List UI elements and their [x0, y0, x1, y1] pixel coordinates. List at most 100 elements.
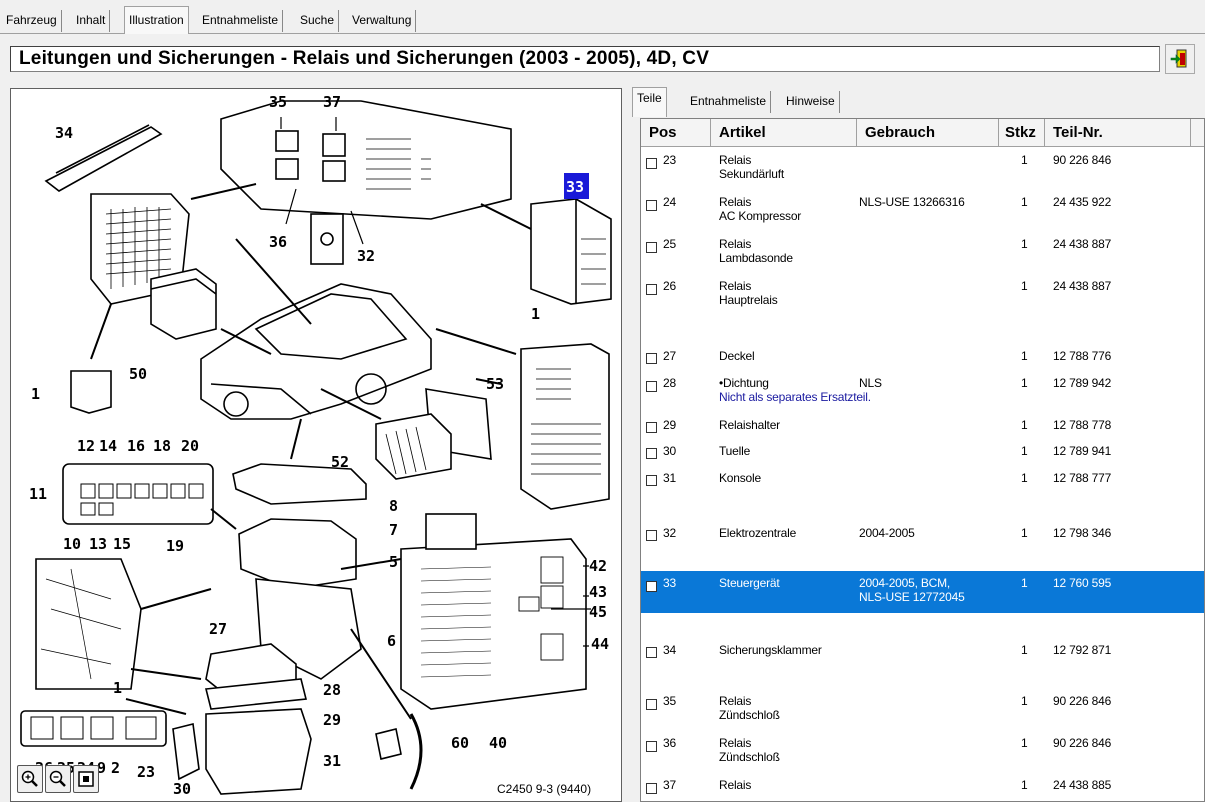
cell-artikel: Relais — [719, 153, 752, 167]
callout-11[interactable]: 11 — [29, 485, 47, 503]
callout-60[interactable]: 60 — [451, 734, 469, 752]
tab-illustration[interactable]: Illustration — [124, 6, 189, 34]
callout-19[interactable]: 19 — [166, 537, 184, 555]
row-checkbox[interactable] — [646, 353, 657, 364]
callout-1-left[interactable]: 1 — [31, 385, 40, 403]
parts-tab-bar: Teile Entnahmeliste Hinweise — [632, 86, 1205, 117]
cell-teilnr: 12 760 595 — [1053, 576, 1112, 590]
callout-29[interactable]: 29 — [323, 711, 341, 729]
table-row[interactable]: 34 Sicherungsklammer 1 12 792 871 — [641, 613, 1204, 689]
callout-53[interactable]: 53 — [486, 375, 504, 393]
callout-5[interactable]: 5 — [389, 553, 398, 571]
callout-31[interactable]: 31 — [323, 752, 341, 770]
cell-stkz: 1 — [1021, 376, 1028, 390]
row-checkbox[interactable] — [646, 448, 657, 459]
callout-8[interactable]: 8 — [389, 497, 398, 515]
zoom-fit-button[interactable] — [73, 765, 99, 793]
row-checkbox[interactable] — [646, 158, 657, 169]
callout-12[interactable]: 12 — [77, 437, 95, 455]
cell-stkz: 1 — [1021, 237, 1028, 251]
callout-14[interactable]: 14 — [99, 437, 117, 455]
callout-45[interactable]: 45 — [589, 603, 607, 621]
tab-hinweise[interactable]: Hinweise — [782, 91, 840, 113]
cell-artikel: Konsole — [719, 471, 761, 485]
column-header-stkz[interactable]: Stkz — [999, 119, 1045, 147]
table-row[interactable]: 24 Relais AC Kompressor NLS-USE 13266316… — [641, 190, 1204, 232]
zoom-in-button[interactable] — [17, 765, 43, 793]
callout-15[interactable]: 15 — [113, 535, 131, 553]
callout-23[interactable]: 23 — [137, 763, 155, 781]
tab-fahrzeug[interactable]: Fahrzeug — [2, 10, 62, 32]
zoom-out-button[interactable] — [45, 765, 71, 793]
table-row[interactable]: 28 •Dichtung Nicht als separates Ersatzt… — [641, 371, 1204, 413]
column-header-artikel[interactable]: Artikel — [711, 119, 857, 147]
highlight-label-33[interactable]: 33 — [566, 178, 584, 196]
tab-entnahmeliste[interactable]: Entnahmeliste — [198, 10, 284, 32]
column-header-pos[interactable]: Pos — [641, 119, 711, 147]
row-checkbox[interactable] — [646, 699, 657, 710]
tab-suche[interactable]: Suche — [296, 10, 340, 32]
row-checkbox[interactable] — [646, 783, 657, 794]
table-row[interactable]: 37 Relais 1 24 438 885 — [641, 773, 1204, 801]
callout-18[interactable]: 18 — [153, 437, 171, 455]
table-row[interactable]: 31 Konsole 1 12 788 777 — [641, 466, 1204, 521]
table-row[interactable]: 32 Elektrozentrale 2004-2005 1 12 798 34… — [641, 521, 1204, 571]
row-checkbox[interactable] — [646, 200, 657, 211]
row-checkbox[interactable] — [646, 530, 657, 541]
callout-16[interactable]: 16 — [127, 437, 145, 455]
row-checkbox[interactable] — [646, 475, 657, 486]
table-row[interactable]: 36 Relais Zündschloß 1 90 226 846 — [641, 731, 1204, 773]
callout-9[interactable]: 9 — [97, 759, 106, 777]
callout-40[interactable]: 40 — [489, 734, 507, 752]
callout-20[interactable]: 20 — [181, 437, 199, 455]
row-checkbox[interactable] — [646, 741, 657, 752]
callout-1-right[interactable]: 1 — [531, 305, 540, 323]
callout-28[interactable]: 28 — [323, 681, 341, 699]
callout-1-bottom[interactable]: 1 — [113, 679, 122, 697]
illustration-panel[interactable]: 33 34 35 37 36 32 1 50 1 53 52 12 14 16 … — [10, 88, 622, 802]
table-header: Pos Artikel Gebrauch Stkz Teil-Nr. — [641, 119, 1204, 147]
tab-inhalt[interactable]: Inhalt — [72, 10, 111, 32]
callout-34[interactable]: 34 — [55, 124, 73, 142]
callout-10[interactable]: 10 — [63, 535, 81, 553]
callout-37[interactable]: 37 — [323, 93, 341, 111]
cell-teilnr: 90 226 846 — [1053, 694, 1112, 708]
table-row-selected[interactable]: 33 Steuergerät 2004-2005, BCM, NLS-USE 1… — [641, 571, 1204, 613]
table-row[interactable]: 27 Deckel 1 12 788 776 — [641, 344, 1204, 371]
table-row[interactable]: 29 Relaishalter 1 12 788 778 — [641, 413, 1204, 439]
callout-6[interactable]: 6 — [387, 632, 396, 650]
callout-27[interactable]: 27 — [209, 620, 227, 638]
table-row[interactable]: 30 Tuelle 1 12 789 941 — [641, 439, 1204, 466]
callout-44[interactable]: 44 — [591, 635, 609, 653]
callout-35[interactable]: 35 — [269, 93, 287, 111]
callout-2[interactable]: 2 — [111, 759, 120, 777]
table-row[interactable]: 35 Relais Zündschloß 1 90 226 846 — [641, 689, 1204, 731]
row-checkbox[interactable] — [646, 581, 657, 592]
row-checkbox[interactable] — [646, 242, 657, 253]
tab-verwaltung[interactable]: Verwaltung — [348, 10, 417, 32]
row-checkbox[interactable] — [646, 284, 657, 295]
column-header-teilnr[interactable]: Teil-Nr. — [1045, 119, 1191, 147]
callout-52[interactable]: 52 — [331, 453, 349, 471]
callout-32[interactable]: 32 — [357, 247, 375, 265]
table-row[interactable]: 25 Relais Lambdasonde 1 24 438 887 — [641, 232, 1204, 274]
row-checkbox[interactable] — [646, 422, 657, 433]
column-header-gebrauch[interactable]: Gebrauch — [857, 119, 999, 147]
zoom-fit-icon — [78, 771, 94, 787]
callout-13[interactable]: 13 — [89, 535, 107, 553]
table-row[interactable]: 26 Relais Hauptrelais 1 24 438 887 — [641, 274, 1204, 344]
table-row[interactable]: 23 Relais Sekundärluft 1 90 226 846 — [641, 148, 1204, 190]
callout-43[interactable]: 43 — [589, 583, 607, 601]
cell-artikel-detail: Hauptrelais — [719, 293, 778, 307]
exit-button[interactable] — [1165, 44, 1195, 74]
tab-entnahmeliste-sub[interactable]: Entnahmeliste — [686, 91, 772, 113]
callout-50[interactable]: 50 — [129, 365, 147, 383]
tab-teile[interactable]: Teile — [632, 87, 667, 117]
callout-42[interactable]: 42 — [589, 557, 607, 575]
callout-36[interactable]: 36 — [269, 233, 287, 251]
cell-stkz: 1 — [1021, 471, 1028, 485]
callout-30[interactable]: 30 — [173, 780, 191, 798]
callout-7[interactable]: 7 — [389, 521, 398, 539]
row-checkbox[interactable] — [646, 647, 657, 658]
row-checkbox[interactable] — [646, 381, 657, 392]
